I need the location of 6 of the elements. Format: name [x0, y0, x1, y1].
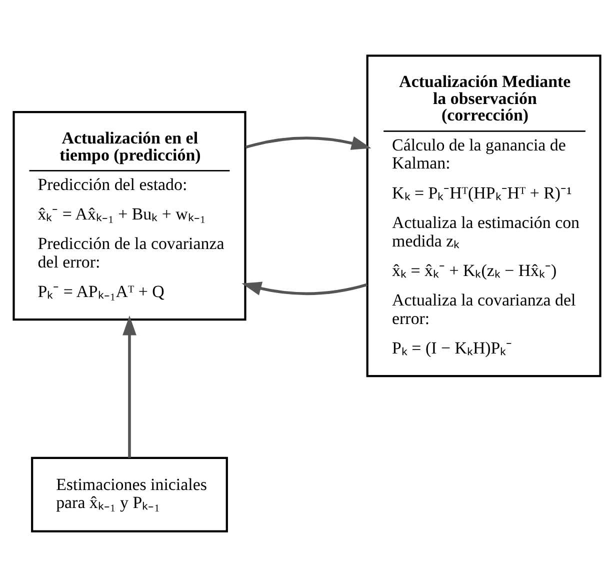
node-box: Estimaciones iniciales para x̂ₖ₋₁ y Pₖ₋₁: [31, 456, 228, 532]
node-box: Actualización en el tiempo (predicción) Predicción del estado: x̂ₖ⁻ = Ax̂ₖ₋₁ + Buₖ + wₖ₋₁ Predicción de la covarianza del error: Pₖ⁻ = APₖ₋₁Aᵀ + Q: [12, 110, 246, 320]
arrow: [245, 136, 372, 150]
node-box: Actualización Mediante la observación (corrección) Cálculo de la ganancia de Kalman: Kₖ = Pₖ⁻Hᵀ(HPₖ⁻Hᵀ + R)⁻¹ Actualiza la estimación con medida zₖ x̂ₖ = x̂ₖ⁻ + Kₖ(zₖ − Hx̂ₖ⁻) Actualiza la covarianza del error: Pₖ = (I − KₖH)Pₖ⁻: [366, 54, 602, 377]
arrow: [122, 315, 136, 458]
arrow: [242, 281, 368, 295]
